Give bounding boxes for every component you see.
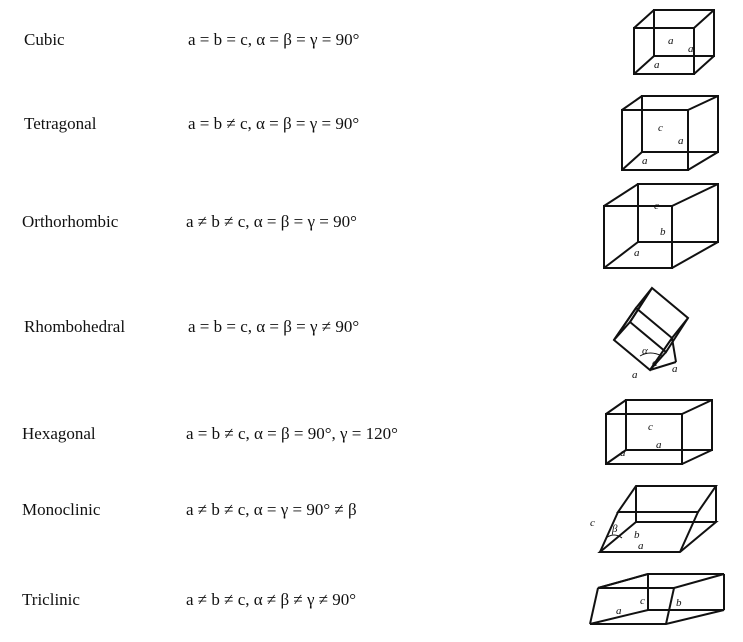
edge-label: c [648,421,653,433]
edge-label: b [660,226,666,238]
system-name-tetragonal: Tetragonal [24,114,97,133]
edge-label: a [616,605,622,617]
unit-cell-cubic: a a a [633,9,715,75]
system-name-hexagonal: Hexagonal [22,424,96,443]
system-name-monoclinic: Monoclinic [22,500,101,519]
unit-cell-rhombohedral: α a a a [612,286,690,381]
formula-orthorhombic: a ≠ b ≠ c, α = β = γ = 90° [186,212,357,231]
system-name-rhombohedral: Rhombohedral [24,317,126,336]
system-name-orthorhombic: Orthorhombic [22,212,119,231]
edge-label: β [611,523,618,535]
edge-label: a [632,369,638,381]
formula-tetragonal: a = b ≠ c, α = β = γ = 90° [188,114,360,133]
edge-label: a [652,357,658,369]
edge-label: c [654,200,659,212]
edge-label: a [638,540,644,552]
unit-cell-hexagonal: c a a [605,399,713,465]
edge-label: α [642,345,648,357]
formula-hexagonal: a = b ≠ c, α = β = 90°, γ = 120° [186,424,398,443]
edge-label: a [672,363,678,375]
formula-monoclinic: a ≠ b ≠ c, α = γ = 90° ≠ β [186,500,357,519]
unit-cell-tetragonal: c a a [621,95,719,171]
edge-label: a [634,247,640,259]
edge-label: a [642,155,648,167]
edge-label: a [668,35,674,47]
edge-label: a [678,135,684,147]
unit-cell-triclinic: c b a [589,573,725,625]
edge-label: b [634,529,640,541]
edge-label: c [658,122,663,134]
edge-label: a [656,439,662,451]
formula-rhombohedral: a = b = c, α = β = γ ≠ 90° [188,317,360,336]
system-name-cubic: Cubic [24,30,65,49]
unit-cell-monoclinic: c β b a [590,485,719,553]
formula-cubic: a = b = c, α = β = γ = 90° [188,30,360,49]
edge-label: a [688,43,694,55]
system-name-triclinic: Triclinic [22,590,80,609]
edge-label: a [654,59,660,71]
formula-triclinic: a ≠ b ≠ c, α ≠ β ≠ γ ≠ 90° [186,590,357,609]
edge-label: c [640,595,645,607]
edge-label: b [676,597,682,609]
edge-label: a [620,447,626,459]
unit-cell-orthorhombic: c b a [603,183,719,269]
edge-label: c [590,517,595,529]
